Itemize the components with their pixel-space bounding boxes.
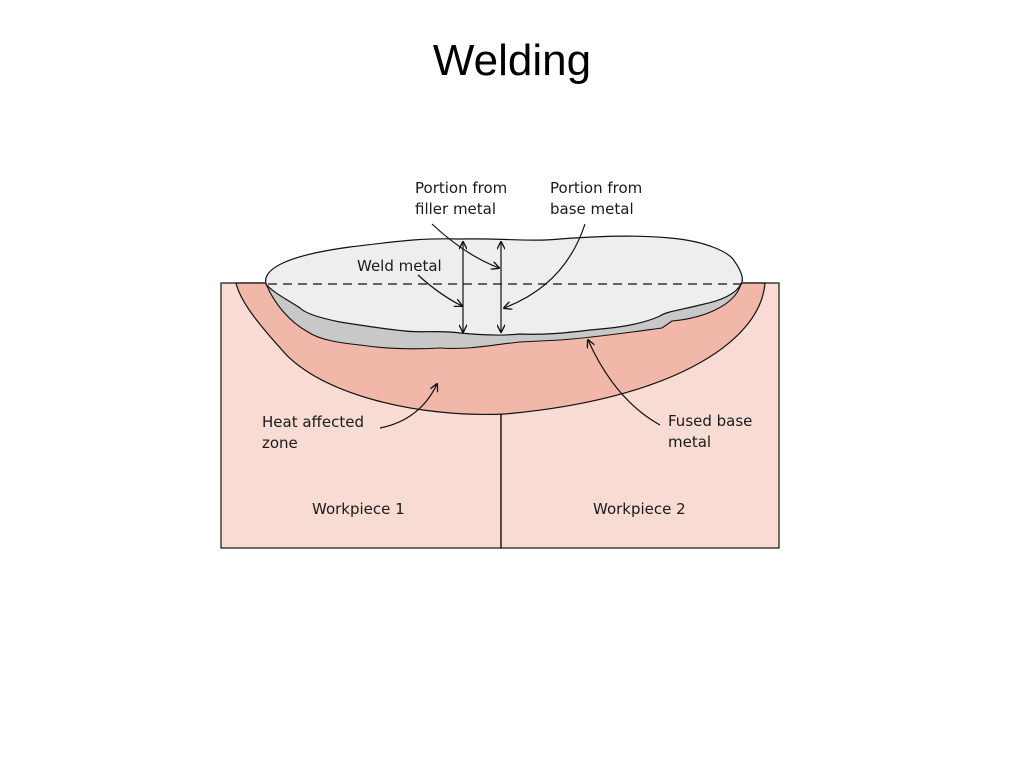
workpiece-1-label: Workpiece 1 — [312, 500, 405, 518]
haz-label-line-2: zone — [262, 434, 298, 452]
slide-title: Welding — [432, 36, 592, 85]
filler-label-line-2: filler metal — [415, 200, 496, 218]
filler-leader — [431, 223, 499, 268]
base-label: Portion from base metal — [550, 179, 647, 218]
fused-label-line-1: Fused base — [668, 412, 752, 430]
filler-label: Portion from filler metal — [415, 179, 512, 218]
haz-leader — [379, 384, 437, 429]
filler-label-line-1: Portion from — [415, 179, 507, 197]
fused-leader — [588, 340, 661, 426]
fused-label-line-2: metal — [668, 433, 711, 451]
haz-label-line-1: Heat affected — [262, 413, 364, 431]
haz-label: Heat affected zone — [262, 413, 369, 452]
fused-label: Fused base metal — [668, 412, 757, 451]
weld-metal-label: Weld metal — [357, 257, 442, 275]
workpiece-2-label: Workpiece 2 — [593, 500, 686, 518]
base-leader — [504, 223, 586, 308]
base-label-line-1: Portion from — [550, 179, 642, 197]
weld-metal-leader — [417, 274, 462, 306]
base-label-line-2: base metal — [550, 200, 634, 218]
